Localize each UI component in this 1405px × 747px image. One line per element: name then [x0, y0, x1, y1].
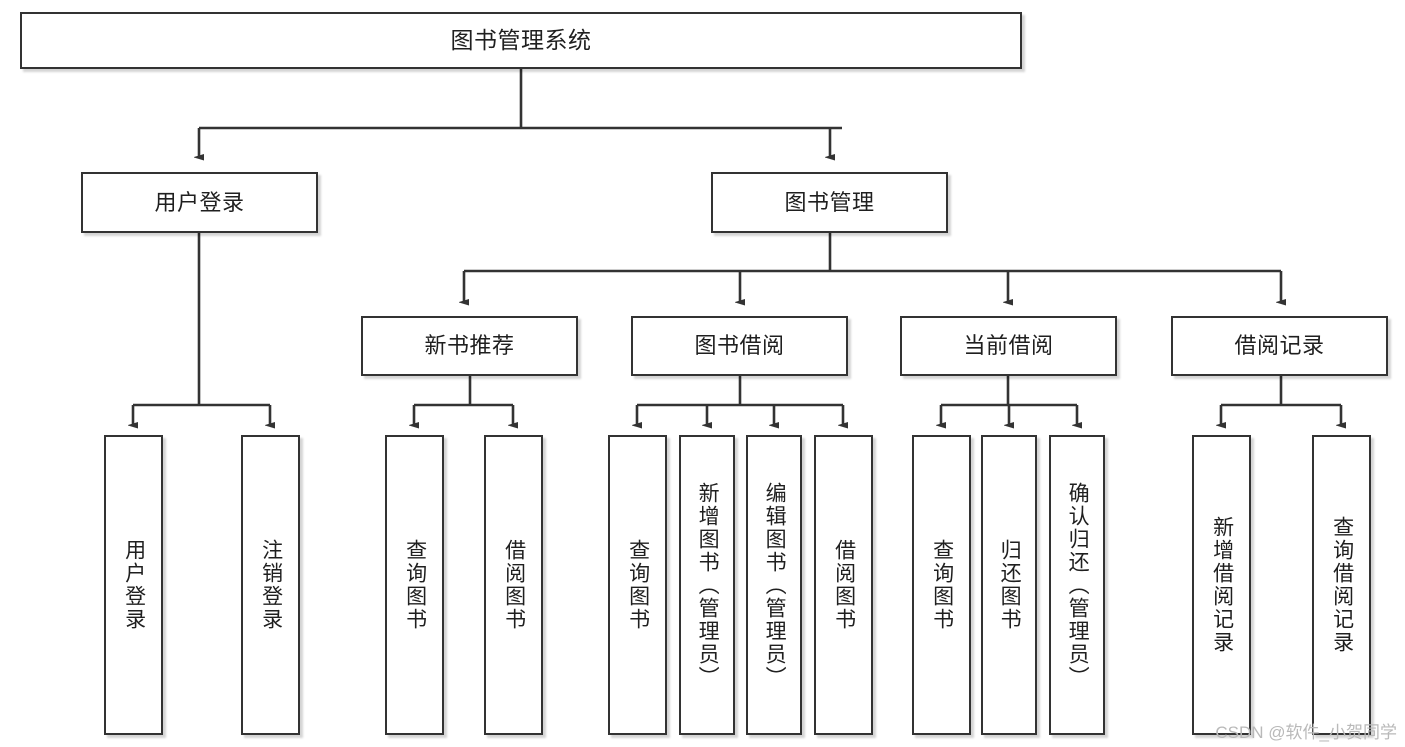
node-label: 图书管理: [784, 189, 875, 215]
leaf-current-borrow-return[interactable]: 归还图书: [981, 435, 1037, 735]
leaf-user-login-logout[interactable]: 注销登录: [241, 435, 300, 735]
node-label: 图书管理系统: [450, 27, 592, 54]
node-label: 归还图书: [998, 539, 1022, 631]
node-current-borrow[interactable]: 当前借阅: [900, 316, 1117, 376]
leaf-book-borrow-query[interactable]: 查询图书: [608, 435, 667, 735]
node-label: 借阅图书: [502, 539, 526, 631]
node-new-book-recommend[interactable]: 新书推荐: [361, 316, 578, 376]
leaf-new-book-query[interactable]: 查询图书: [385, 435, 444, 735]
node-label: 图书借阅: [694, 333, 785, 359]
node-label: 新增图书（管理员）: [696, 481, 720, 689]
leaf-new-book-borrow[interactable]: 借阅图书: [484, 435, 543, 735]
node-root-system[interactable]: 图书管理系统: [20, 12, 1022, 69]
leaf-book-borrow-lend[interactable]: 借阅图书: [814, 435, 873, 735]
node-label: 用户登录: [154, 189, 245, 215]
csdn-watermark: CSDN @软件_小贺同学: [1215, 723, 1397, 742]
node-label: 查询图书: [930, 539, 954, 631]
leaf-current-borrow-query[interactable]: 查询图书: [912, 435, 971, 735]
leaf-current-borrow-confirm[interactable]: 确认归还（管理员）: [1049, 435, 1105, 735]
node-label: 新书推荐: [424, 333, 515, 359]
node-label: 借阅记录: [1234, 333, 1325, 359]
node-borrow-record[interactable]: 借阅记录: [1171, 316, 1388, 376]
node-label: 用户登录: [122, 539, 146, 631]
node-label: 查询借阅记录: [1330, 516, 1354, 654]
leaf-book-borrow-edit[interactable]: 编辑图书（管理员）: [746, 435, 802, 735]
node-label: 当前借阅: [963, 333, 1054, 359]
node-label: 编辑图书（管理员）: [763, 481, 787, 689]
node-label: 查询图书: [626, 539, 650, 631]
node-label: 借阅图书: [832, 539, 856, 631]
node-label: 注销登录: [259, 539, 283, 631]
leaf-user-login-login[interactable]: 用户登录: [104, 435, 163, 735]
node-user-login[interactable]: 用户登录: [81, 172, 318, 233]
leaf-book-borrow-add[interactable]: 新增图书（管理员）: [679, 435, 735, 735]
node-label: 查询图书: [403, 539, 427, 631]
leaf-borrow-record-query[interactable]: 查询借阅记录: [1312, 435, 1371, 735]
node-label: 确认归还（管理员）: [1066, 481, 1090, 689]
node-book-borrow[interactable]: 图书借阅: [631, 316, 848, 376]
node-label: 新增借阅记录: [1210, 516, 1234, 654]
node-book-management[interactable]: 图书管理: [711, 172, 948, 233]
leaf-borrow-record-add[interactable]: 新增借阅记录: [1192, 435, 1251, 735]
